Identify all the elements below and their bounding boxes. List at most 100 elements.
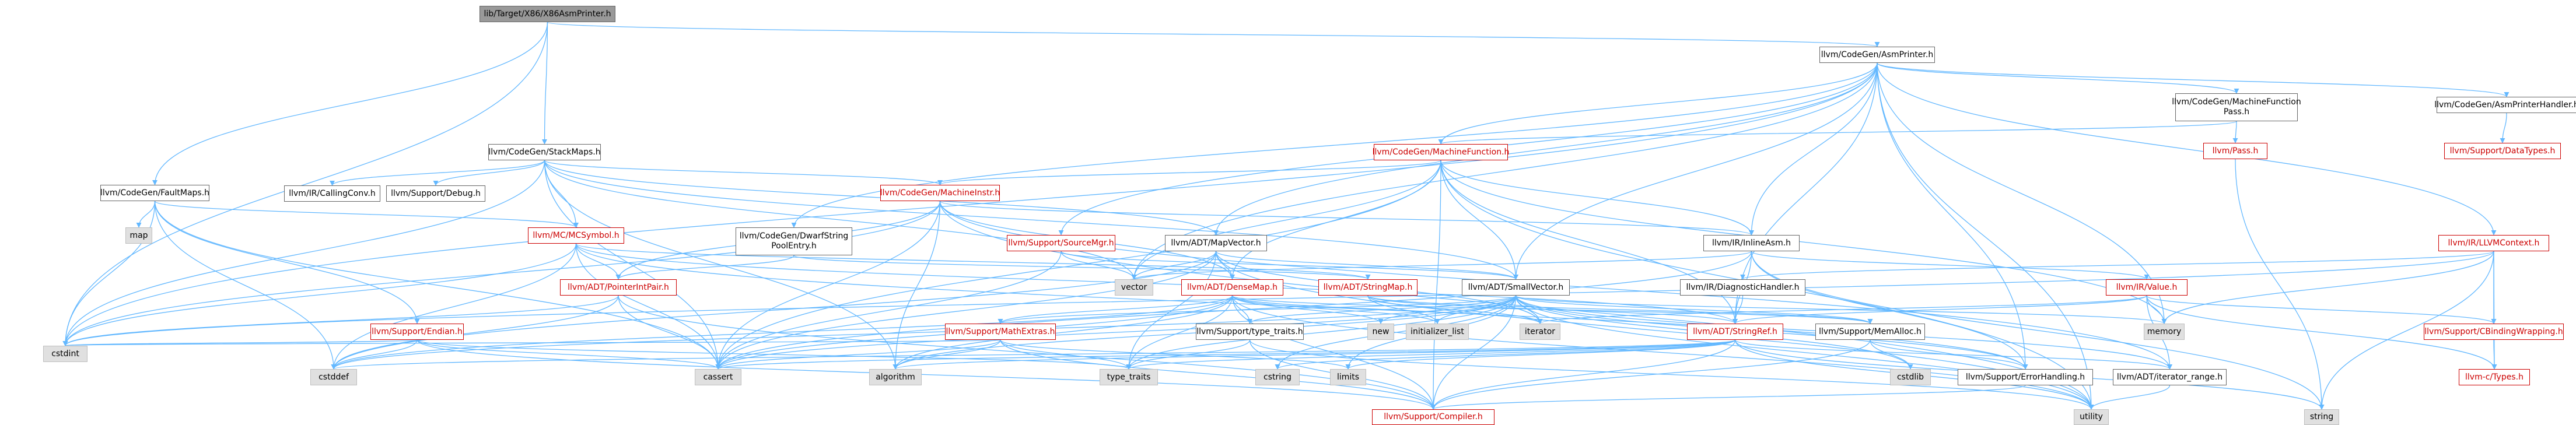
node-mathextras[interactable]: llvm/Support/MathExtras.h [945, 324, 1056, 340]
edge-densemap-to-cstddef [331, 295, 1233, 370]
edge-endian-to-type_traits [416, 339, 1132, 370]
node-iterator[interactable]: iterator [1520, 324, 1560, 340]
edge-smallvector-to-typetraits [1247, 295, 1517, 324]
edge-stackmaps-to-vector [544, 160, 1137, 280]
node-limits[interactable]: limits [1330, 369, 1366, 385]
edge-asmprinter-to-smallvector [1513, 62, 1878, 280]
edge-mathextras-to-cassert [715, 339, 1001, 370]
node-support-type-traits[interactable]: llvm/Support/type_traits.h [1196, 324, 1304, 340]
edge-machinefunction-to-compiler [1430, 160, 1441, 410]
node-c-types[interactable]: llvm-c/Types.h [2459, 369, 2530, 385]
node-machinefunction[interactable]: llvm/CodeGen/MachineFunction.h [1373, 144, 1509, 160]
edge-mcsymbol-to-errorhandling [575, 243, 2028, 370]
edge-stackmaps-to-debug [433, 160, 545, 186]
node-root-x86asmprinter[interactable]: lib/Target/X86/X86AsmPrinter.h [480, 6, 615, 22]
node-mapvector[interactable]: llvm/ADT/MapVector.h [1165, 235, 1267, 251]
node-value[interactable]: llvm/IR/Value.h [2106, 279, 2188, 296]
node-utility[interactable]: utility [2074, 409, 2109, 425]
node-asmprinter[interactable]: llvm/CodeGen/AsmPrinter.h [1819, 47, 1935, 63]
edge-densemap-to-initializer_list [1231, 295, 1440, 324]
node-inlineasm[interactable]: llvm/IR/InlineAsm.h [1703, 235, 1800, 251]
node-smallvector[interactable]: llvm/ADT/SmallVector.h [1462, 279, 1570, 296]
edge-stringmap-to-iterator [1367, 295, 1543, 324]
edge-sourcemgr-to-smallvector [1060, 251, 1518, 280]
node-llvmcontext[interactable]: llvm/IR/LLVMContext.h [2438, 235, 2549, 251]
node-callingconv[interactable]: llvm/IR/CallingConv.h [284, 185, 380, 202]
edge-mcsymbol-to-pointerintpair [575, 243, 621, 280]
node-pointerintpair[interactable]: llvm/ADT/PointerIntPair.h [560, 279, 677, 296]
node-cbindingwrapping[interactable]: llvm/Support/CBindingWrapping.h [2424, 324, 2564, 340]
edge-stringref-to-limits [1345, 339, 1736, 370]
edge-asmprinter-to-machinefunction [1438, 62, 1878, 145]
node-asmprinterhandler[interactable]: llvm/CodeGen/AsmPrinterHandler.h [2434, 97, 2576, 113]
edge-mcsymbol-to-cstddef [331, 243, 577, 370]
edge-asmprinter-to-asmhandler [1877, 62, 2510, 97]
node-errorhandling[interactable]: llvm/Support/ErrorHandling.h [1958, 369, 2093, 385]
edge-stringref-to-cstddef [331, 339, 1736, 370]
node-endian[interactable]: llvm/Support/Endian.h [370, 324, 464, 340]
node-stringmap[interactable]: llvm/ADT/StringMap.h [1318, 279, 1418, 296]
edge-stackmaps-to-smallvector [544, 160, 1518, 280]
node-debug[interactable]: llvm/Support/Debug.h [386, 185, 485, 202]
edge-group [62, 22, 2510, 410]
node-memory[interactable]: memory [2144, 324, 2185, 340]
node-diagnostichandler[interactable]: llvm/IR/DiagnosticHandler.h [1680, 279, 1805, 296]
edge-machinefunction-to-cassert [715, 160, 1441, 370]
edge-sourcemgr-to-vector [1060, 251, 1137, 280]
node-cstring[interactable]: cstring [1255, 369, 1300, 385]
edge-stackmaps-to-cassert [544, 160, 721, 370]
node-string[interactable]: string [2304, 409, 2339, 425]
edge-mathextras-to-algorithm [892, 339, 1001, 370]
edge-mcfpass-to-machinefunction [1438, 121, 2237, 145]
node-stringref[interactable]: llvm/ADT/StringRef.h [1687, 324, 1783, 340]
edge-value-to-iterator [1537, 295, 2147, 324]
edge-asmprinter-to-errorhandling [1877, 62, 2028, 370]
node-stackmaps[interactable]: llvm/CodeGen/StackMaps.h [488, 144, 601, 160]
edge-stringmap-to-initializer_list [1367, 295, 1440, 324]
edge-mapvector-to-densemap [1215, 251, 1236, 280]
node-machineinstr[interactable]: llvm/CodeGen/MachineInstr.h [880, 185, 1000, 201]
node-new[interactable]: new [1367, 324, 1394, 340]
edge-faultmaps-to-mcsymbol [154, 201, 579, 228]
node-cstdlib[interactable]: cstdlib [1890, 369, 1931, 385]
edge-root-to-cstdint [62, 22, 548, 346]
node-pass[interactable]: llvm/Pass.h [2203, 143, 2267, 159]
edge-inlineasm-to-value [1751, 251, 2150, 280]
node-sourcemgr[interactable]: llvm/Support/SourceMgr.h [1007, 235, 1115, 251]
edge-memalloc-to-errorhandling [1870, 339, 2028, 370]
edge-stringref-to-cassert [716, 339, 1736, 370]
edge-machineinstr-to-cassert [715, 201, 941, 370]
edge-stackmaps-to-machineinstr [544, 160, 943, 185]
edge-densemap-to-compiler [1231, 295, 1436, 410]
edge-stringref-to-cstring [1275, 339, 1736, 370]
node-faultmaps[interactable]: llvm/CodeGen/FaultMaps.h [100, 185, 209, 201]
edge-iteratorrange-to-utility [2088, 385, 2171, 410]
node-mcsymbol[interactable]: llvm/MC/MCSymbol.h [528, 227, 624, 244]
node-map[interactable]: map [125, 227, 152, 244]
node-cstdint[interactable]: cstdint [43, 346, 88, 362]
edge-mathextras-to-compiler [1000, 339, 1436, 410]
edge-smallvector-to-memalloc [1515, 295, 1873, 324]
edge-root-to-stackmaps [541, 22, 548, 145]
node-cstddef[interactable]: cstddef [310, 369, 357, 385]
edge-pointerintpair-to-cassert [618, 295, 721, 370]
node-type-traits[interactable]: type_traits [1100, 369, 1158, 385]
edge-stringref-to-iteratorrange [1734, 339, 2172, 370]
edge-endian-to-compiler [416, 339, 1436, 410]
node-initializer-list[interactable]: initializer_list [1406, 324, 1469, 340]
node-densemap[interactable]: llvm/ADT/DenseMap.h [1181, 279, 1283, 296]
edge-faultmaps-to-cstddef [154, 201, 337, 370]
edge-asmprinter-to-dwarfstring [791, 62, 1878, 228]
node-compiler[interactable]: llvm/Support/Compiler.h [1372, 409, 1494, 425]
edge-asmprinter-to-utility [1877, 62, 2094, 410]
node-vector[interactable]: vector [1115, 279, 1153, 296]
node-machinefunctionpass[interactable]: llvm/CodeGen/MachineFunction Pass.h [2172, 93, 2301, 121]
node-cassert[interactable]: cassert [695, 369, 741, 385]
node-memalloc[interactable]: llvm/Support/MemAlloc.h [1815, 324, 1925, 340]
edge-mapvector-to-smallvector [1215, 251, 1518, 280]
node-iterator-range[interactable]: llvm/ADT/iterator_range.h [2113, 369, 2227, 385]
node-dwarfstringpoolentry[interactable]: llvm/CodeGen/DwarfString PoolEntry.h [736, 227, 852, 255]
edge-mapvector-to-vector [1131, 251, 1217, 280]
node-algorithm[interactable]: algorithm [869, 369, 922, 385]
node-datatypes[interactable]: llvm/Support/DataTypes.h [2444, 143, 2561, 159]
